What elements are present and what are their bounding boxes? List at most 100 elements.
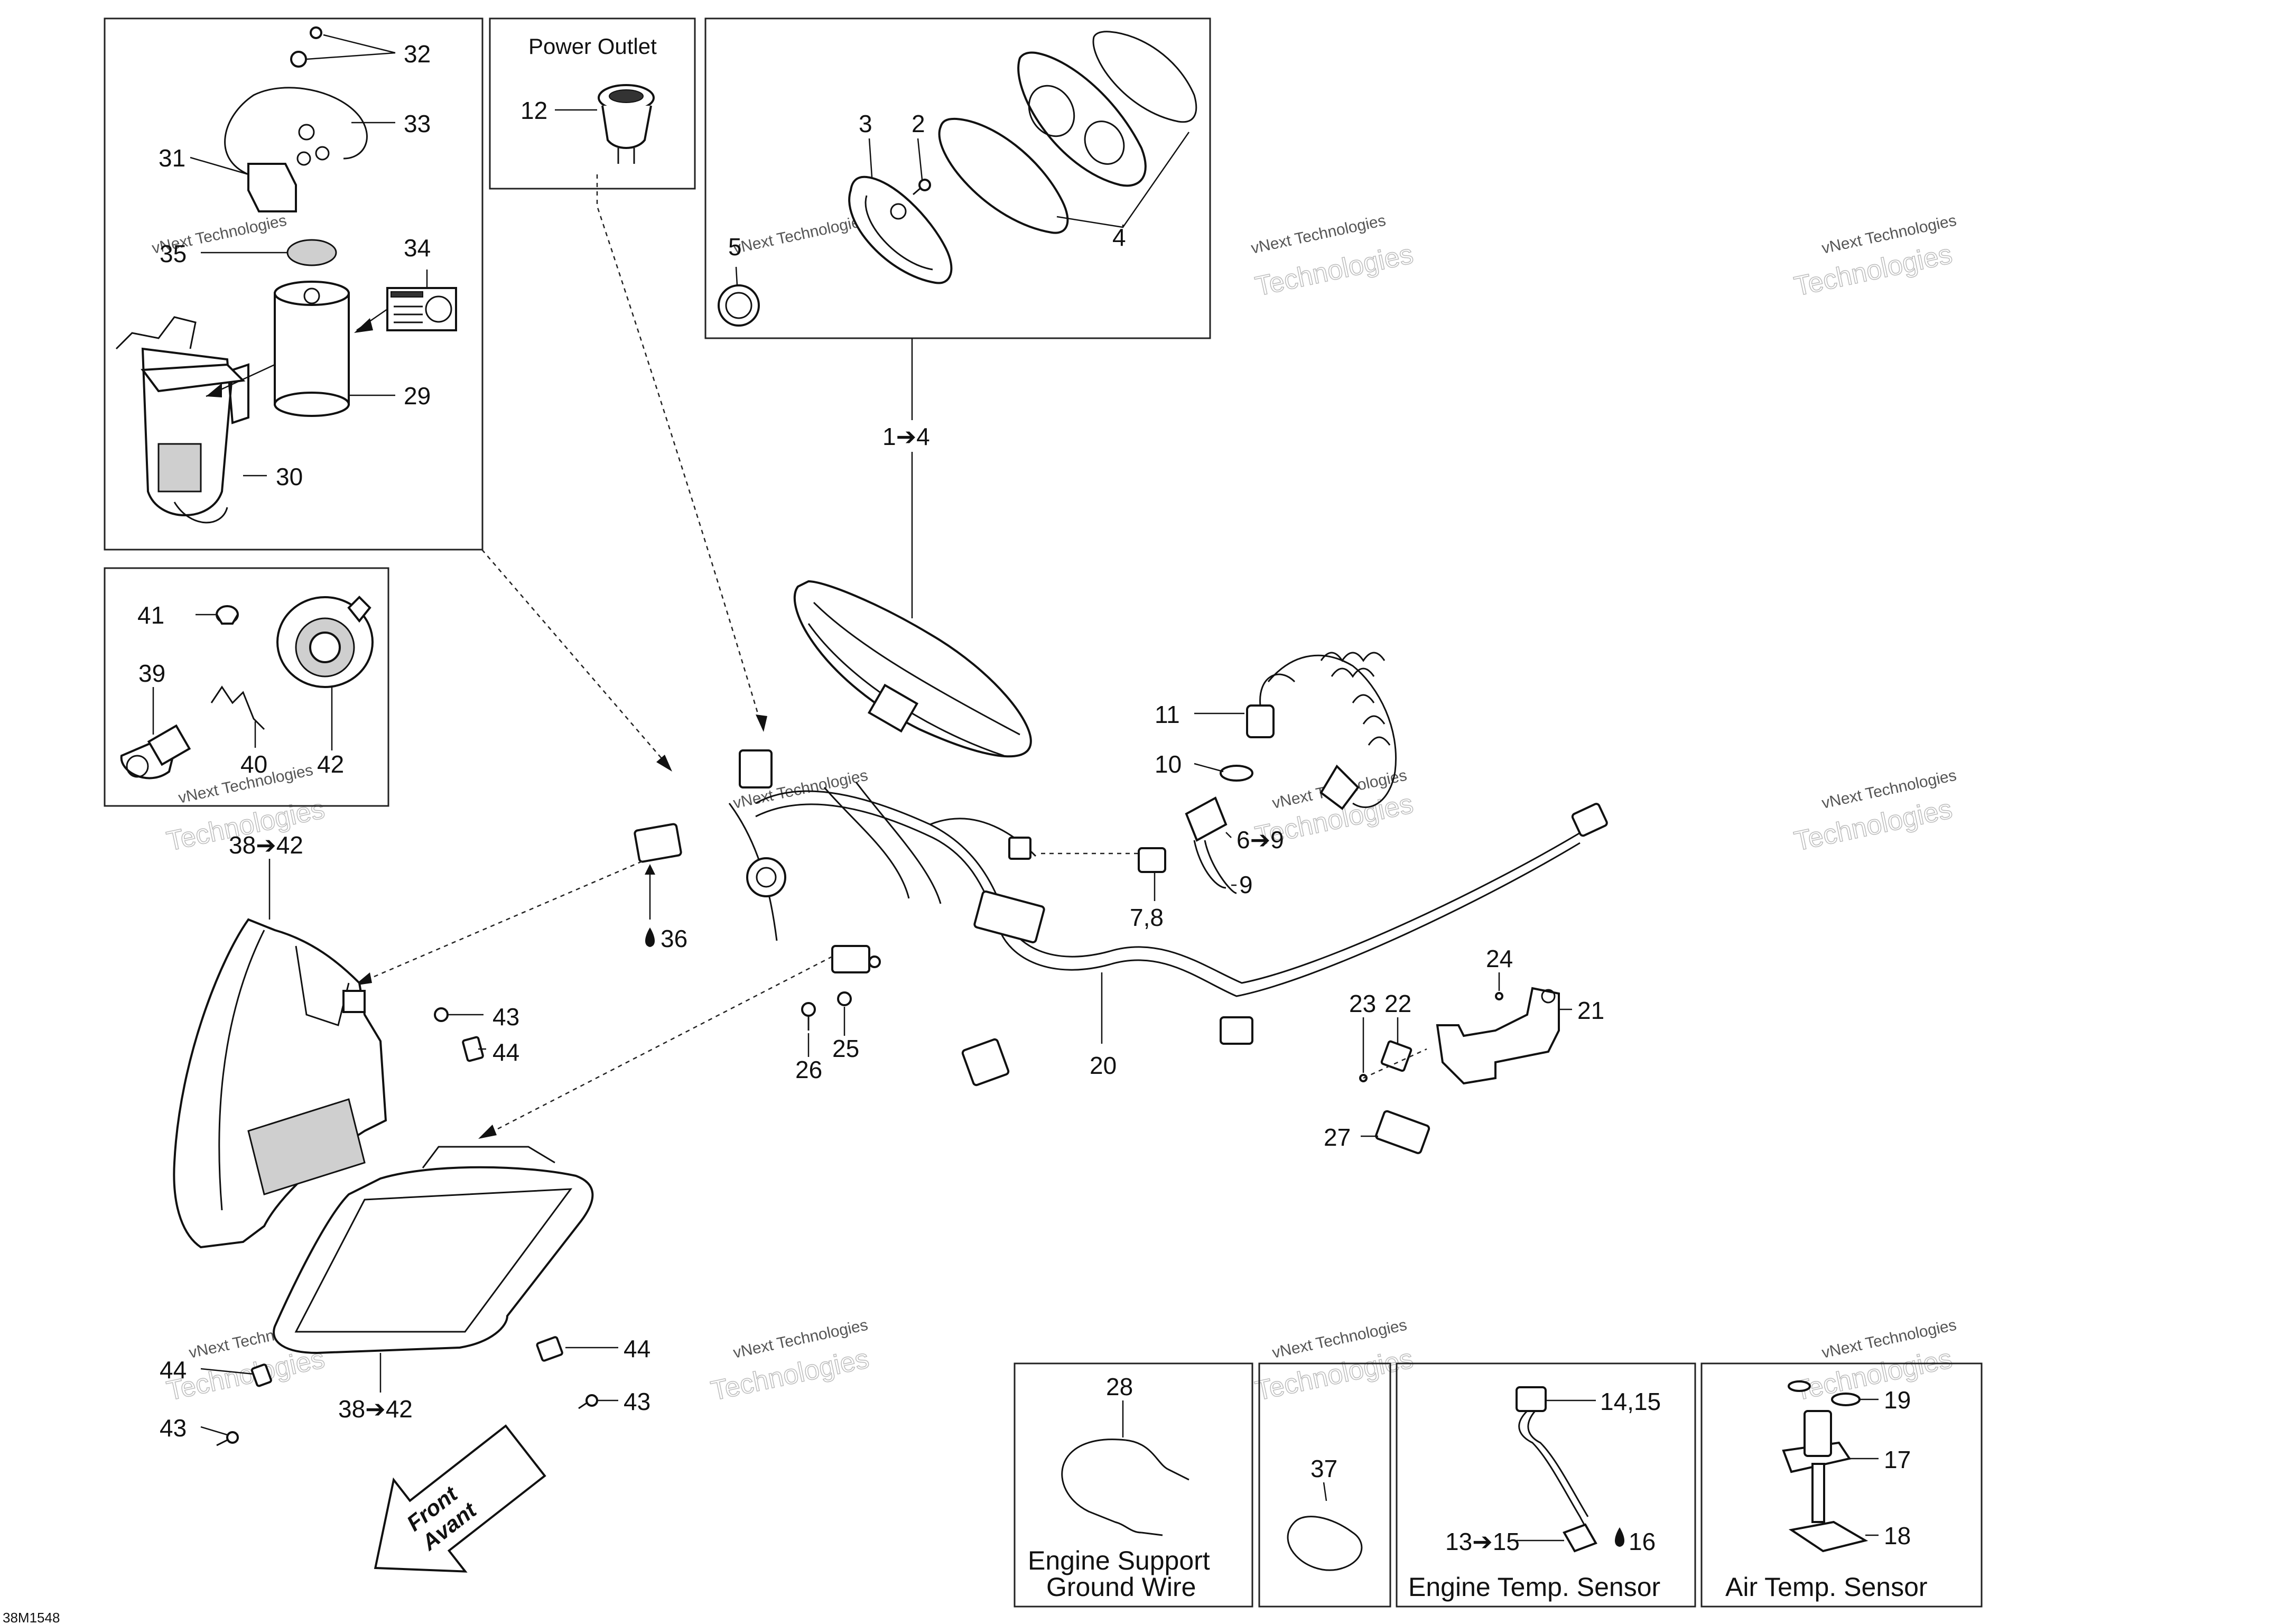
bulb-frame	[104, 567, 389, 807]
screw-32-drawing	[290, 26, 396, 68]
drawing-code: 38M1548	[3, 1610, 60, 1624]
capacitor-29-drawing	[274, 281, 350, 417]
callout-30: 30	[276, 463, 303, 490]
cap-41-drawing	[216, 605, 239, 625]
callout-17: 17	[1884, 1446, 1911, 1473]
oring-19-drawing	[1831, 1393, 1861, 1406]
callout-44: 44	[492, 1038, 519, 1066]
dashed-leader	[483, 955, 833, 1137]
front-arrow: Front Avant	[374, 1424, 546, 1573]
dashed-leader	[596, 174, 762, 725]
watermark-text: Technologies	[1791, 239, 1955, 302]
cluster-4-drawing	[1017, 51, 1147, 187]
engine-temp-frame	[1396, 1362, 1696, 1608]
harness-20-cable	[755, 790, 1586, 984]
connector-27-drawing	[1375, 1110, 1430, 1154]
callout-5: 5	[728, 233, 742, 261]
cable-31-drawing	[224, 87, 368, 212]
box-clamp: 37	[1258, 1362, 1391, 1608]
callout-10: 10	[1155, 750, 1182, 778]
callout-11: 11	[1155, 701, 1180, 728]
power-outlet-frame	[489, 17, 696, 190]
callout-13-15: 13➔15	[1445, 1528, 1520, 1555]
clip-44b-drawing	[536, 1336, 563, 1362]
box-gauge-cluster: 3 2 5 4	[704, 17, 1211, 339]
callout-24: 24	[1486, 945, 1513, 972]
bracket-group: 24 23 22 21 27	[1324, 945, 1604, 1154]
callout-35: 35	[160, 240, 187, 267]
callout-14-15: 14,15	[1600, 1388, 1661, 1415]
relay-drawing	[973, 890, 1045, 943]
box-ground-wire: 28 Engine Support Ground Wire	[1014, 1362, 1253, 1608]
callout-29: 29	[404, 382, 431, 410]
callout-32: 32	[404, 40, 431, 68]
callout-39: 39	[138, 660, 165, 687]
washer-43-drawing	[434, 1007, 449, 1022]
callout-4: 4	[1112, 224, 1126, 251]
callout-42: 42	[317, 750, 344, 778]
callout-25: 25	[832, 1035, 859, 1062]
ground-wire-title-2: Ground Wire	[1046, 1572, 1196, 1602]
drop-16-icon	[1615, 1527, 1624, 1547]
power-outlet-title: Power Outlet	[528, 34, 657, 59]
main-harness: 36 26 25 20	[354, 174, 1608, 1139]
bracket-30-drawing	[115, 316, 249, 524]
washer-25-drawing	[837, 991, 852, 1006]
box-engine-temp: 14,15 13➔15 16 Engine Temp. Sensor	[1396, 1362, 1696, 1608]
callout-1-4: 1➔4	[882, 423, 930, 450]
watermark-text: vNext Technologies	[732, 212, 870, 257]
bezel-3-drawing	[848, 175, 953, 284]
headlamp-housing-drawing	[173, 918, 387, 1249]
watermark-text: Technologies	[708, 1343, 871, 1407]
ground-wire-title-1: Engine Support	[1028, 1546, 1210, 1575]
gasket-drawing	[1092, 31, 1197, 123]
watermark-text: Technologies	[1791, 794, 1955, 857]
callout-7-8: 7,8	[1130, 904, 1164, 931]
callout-6-9: 6➔9	[1237, 826, 1284, 853]
callout-43: 43	[492, 1003, 519, 1031]
sensor-13-15-drawing	[1563, 1523, 1597, 1553]
dashed-leader	[481, 549, 669, 767]
callout-41: 41	[137, 601, 164, 629]
dashed-leader	[359, 860, 643, 984]
connector-drawing	[739, 749, 773, 788]
watermark-text: Technologies	[1791, 1343, 1955, 1407]
box-air-temp: 19 17 18 Air Temp. Sensor	[1700, 1362, 1983, 1608]
callout-28: 28	[1106, 1373, 1133, 1400]
connector-7-8-drawing	[1138, 847, 1166, 873]
gasket-18-drawing	[1788, 1520, 1869, 1553]
callout-22: 22	[1384, 990, 1411, 1017]
connector-drawing	[1571, 803, 1608, 837]
connector-36-drawing	[634, 823, 682, 863]
callout-23: 23	[1349, 990, 1376, 1017]
gauge-frame	[704, 17, 1211, 339]
callout-12: 12	[520, 97, 547, 124]
headlamp-group: 38➔42 43 44 44 43 44 43 38➔42	[160, 831, 650, 1446]
callout-38-42: 38➔42	[229, 831, 303, 859]
callout-43: 43	[160, 1414, 187, 1442]
callout-20: 20	[1090, 1052, 1117, 1079]
clip-44c-drawing	[250, 1363, 272, 1387]
callout-38-42: 38➔42	[338, 1395, 413, 1423]
box-power-outlet: Power Outlet 12	[489, 17, 696, 190]
instrument-cluster-drawing	[793, 580, 1032, 758]
callout-40: 40	[240, 750, 267, 778]
socket-42-drawing	[276, 596, 374, 688]
oring-drawing	[1788, 1380, 1811, 1392]
callout-19: 19	[1884, 1386, 1911, 1414]
callout-18: 18	[1884, 1522, 1911, 1549]
box-headlamp-bulb: 41 39 40 42	[104, 567, 389, 807]
coil-drawing	[1267, 654, 1397, 808]
screw-2-drawing	[913, 179, 931, 196]
grommet-drawing	[746, 857, 786, 897]
callout-2: 2	[912, 110, 925, 137]
box-capacitor-group: 32 33 31 35 34 29 30	[104, 17, 484, 551]
drop-36-icon	[645, 927, 655, 947]
callout-9: 9	[1239, 871, 1253, 898]
connector-drawing	[1220, 1016, 1253, 1045]
callout-21: 21	[1577, 997, 1604, 1024]
group-frame	[104, 17, 484, 551]
callout-31: 31	[159, 144, 185, 172]
clip-44-drawing	[462, 1036, 484, 1062]
